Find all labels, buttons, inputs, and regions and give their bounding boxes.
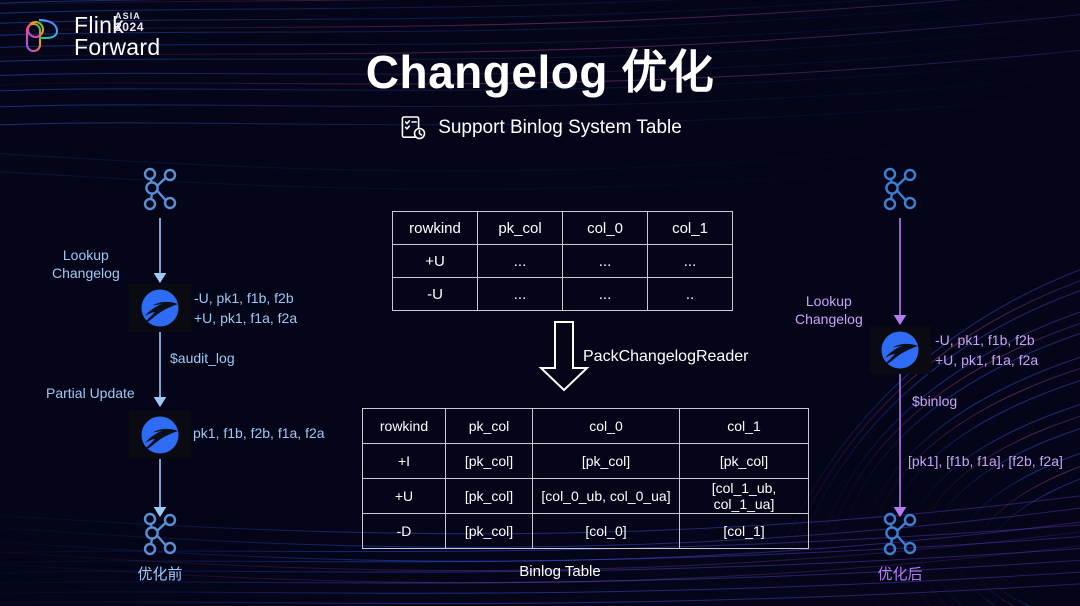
binlog-table: rowkind pk_col col_0 col_1 +I [pk_col] [… (362, 408, 809, 549)
th-pk-col: pk_col (477, 211, 563, 245)
page-title: Changelog 优化 (365, 46, 715, 98)
right-flow-connectors (893, 218, 907, 518)
table-header-row: rowkind pk_col col_0 col_1 (362, 408, 809, 444)
cell: .. (647, 277, 733, 311)
right-edge-label-binlog: $binlog (912, 393, 958, 409)
left-flink-node-1 (129, 284, 191, 332)
badge-region: ASIA (115, 11, 141, 21)
pack-changelog-reader-label: PackChangelogReader (583, 348, 749, 365)
left-sink-kafka-node-icon (143, 512, 177, 556)
page-subtitle: Support Binlog System Table (0, 113, 1080, 143)
th-col-1: col_1 (679, 408, 809, 444)
table-row: -D [pk_col] [col_0] [col_1] (362, 513, 809, 549)
brand-event-badge: ASIA 2024 (115, 11, 145, 35)
changelog-source-table: rowkind pk_col col_0 col_1 +U ... ... ..… (392, 211, 733, 311)
subtitle-text: Support Binlog System Table (438, 117, 682, 138)
th-col-0: col_0 (532, 408, 680, 444)
flink-squirrel-icon (881, 331, 919, 369)
cell: [col_1] (679, 513, 809, 549)
flink-forward-logo-icon (25, 18, 59, 53)
th-rowkind: rowkind (392, 211, 478, 245)
brand-wordmark: Flink Forward (74, 11, 161, 60)
right-flink-node-1 (869, 326, 931, 374)
checklist-clock-icon (401, 116, 426, 140)
cell: ... (477, 277, 563, 311)
brand-logo: Flink Forward (18, 12, 160, 60)
flink-squirrel-icon (141, 289, 179, 327)
left-flow-caption: 优化前 (137, 566, 183, 583)
right-edge-label-packed-values: [pk1], [f1b, f1a], [f2b, f2a] (908, 453, 1063, 469)
right-sink-kafka-node-icon (883, 512, 917, 556)
cell: ... (647, 244, 733, 278)
left-node-1-output: -U, pk1, f1b, f2b +U, pk1, f1a, f2a (194, 290, 298, 327)
cell: -U (392, 277, 478, 311)
left-node-2-output: pk1, f1b, f2b, f1a, f2a (193, 425, 325, 441)
cell: [pk_col] (445, 478, 533, 514)
binlog-table-caption: Binlog Table (519, 563, 601, 580)
table-row: +U [pk_col] [col_0_ub, col_0_ua] [col_1_… (362, 478, 809, 514)
cell: [col_1_ub, col_1_ua] (679, 478, 809, 514)
cell: [pk_col] (532, 443, 680, 479)
brand-line-1: Flink (74, 11, 125, 38)
table-row: +I [pk_col] [pk_col] [pk_col] (362, 443, 809, 479)
th-col-1: col_1 (647, 211, 733, 245)
cell: [col_0_ub, col_0_ua] (532, 478, 680, 514)
badge-year: 2024 (115, 20, 145, 35)
cell: ... (562, 244, 648, 278)
left-edge-label-audit-log: $audit_log (170, 350, 235, 366)
th-col-0: col_0 (562, 211, 648, 245)
right-node-1-output: -U, pk1, f1b, f2b +U, pk1, f1a, f2a (935, 332, 1039, 369)
cell: [pk_col] (679, 443, 809, 479)
table-row: -U ... ... .. (392, 277, 733, 311)
left-flink-node-2 (129, 411, 191, 459)
cell: +U (362, 478, 446, 514)
cell: -D (362, 513, 446, 549)
right-flow-caption: 优化后 (877, 566, 923, 583)
cell: ... (562, 277, 648, 311)
cell: [pk_col] (445, 443, 533, 479)
cell: +U (392, 244, 478, 278)
table-row: +U ... ... ... (392, 244, 733, 278)
left-source-kafka-node-icon (143, 167, 177, 211)
right-source-kafka-node-icon (883, 167, 917, 211)
th-pk-col: pk_col (445, 408, 533, 444)
left-flow-connectors (153, 218, 167, 518)
brand-line-2: Forward (74, 34, 161, 60)
left-edge-label-partial-update: Partial Update (46, 385, 135, 401)
table-header-row: rowkind pk_col col_0 col_1 (392, 211, 733, 245)
right-edge-label-lookup-changelog: Lookup Changelog (795, 293, 863, 327)
cell: [pk_col] (445, 513, 533, 549)
cell: ... (477, 244, 563, 278)
down-block-arrow-icon (538, 321, 590, 392)
cell: [col_0] (532, 513, 680, 549)
cell: +I (362, 443, 446, 479)
th-rowkind: rowkind (362, 408, 446, 444)
left-edge-label-lookup-changelog: Lookup Changelog (52, 247, 120, 281)
flink-squirrel-icon (141, 416, 179, 454)
